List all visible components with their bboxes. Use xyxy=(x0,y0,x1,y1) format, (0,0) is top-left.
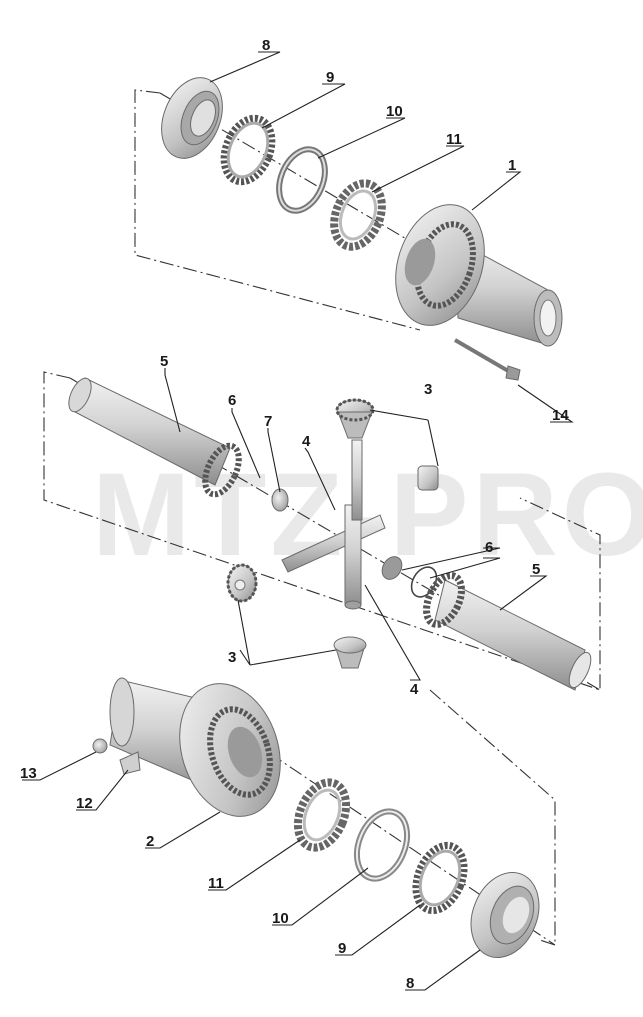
lower-frame-line xyxy=(429,689,556,946)
part-8-bearing-cup-upper xyxy=(161,77,223,159)
label-4-lower: 4 xyxy=(410,681,419,698)
label-9-upper: 9 xyxy=(326,69,334,86)
label-1: 1 xyxy=(508,157,516,174)
part-labels: 8 9 10 11 1 14 5 6 7 4 3 6 5 4 3 13 12 2… xyxy=(20,37,569,992)
label-13: 13 xyxy=(20,765,37,782)
part-1-differential-housing xyxy=(395,204,563,347)
label-8-lower: 8 xyxy=(406,975,414,992)
part-10-spacer-ring-lower xyxy=(353,808,411,882)
upper-frame-line xyxy=(134,89,421,331)
label-5-lower: 5 xyxy=(532,561,540,578)
part-5-half-shaft-upper xyxy=(68,377,242,498)
part-9-friction-disc-upper xyxy=(220,114,276,186)
label-9-lower: 9 xyxy=(338,940,346,957)
leader-lines xyxy=(22,51,574,991)
label-6-lower: 6 xyxy=(485,539,493,556)
label-12: 12 xyxy=(76,795,93,812)
part-13-ball xyxy=(92,738,108,754)
part-3-pinion-gear-left xyxy=(226,563,258,603)
label-10-lower: 10 xyxy=(272,910,289,927)
label-7: 7 xyxy=(264,413,272,430)
part-11-gear-ring-lower xyxy=(293,778,351,852)
label-3-upper: 3 xyxy=(424,381,432,398)
part-3-pinion-gear-top xyxy=(335,398,375,439)
label-2: 2 xyxy=(146,833,154,850)
part-10-spacer-ring-upper xyxy=(276,146,328,214)
part-7-thrust-washer xyxy=(271,488,289,512)
part-14-bolt xyxy=(453,338,521,381)
part-5-half-shaft-lower xyxy=(423,572,592,691)
part-8-bearing-cup-lower xyxy=(470,871,540,959)
label-5-upper: 5 xyxy=(160,353,168,370)
label-4-upper: 4 xyxy=(302,433,311,450)
label-11-lower: 11 xyxy=(208,875,224,892)
label-8-upper: 8 xyxy=(262,37,270,54)
label-6-upper: 6 xyxy=(228,392,236,409)
label-3-lower: 3 xyxy=(228,649,236,666)
part-3-pinion-gear-bottom xyxy=(333,636,367,669)
part-2-differential-housing-lower xyxy=(109,677,281,817)
part-9-friction-disc-lower xyxy=(412,841,468,915)
part-3-pinion-gear-right xyxy=(417,465,439,491)
part-4-spider-cross xyxy=(281,439,386,610)
label-14: 14 xyxy=(552,407,569,424)
label-11-upper: 11 xyxy=(446,131,462,148)
watermark: MTZ-PRO xyxy=(92,449,643,581)
label-10-upper: 10 xyxy=(386,103,403,120)
part-11-gear-ring-upper xyxy=(330,179,386,251)
part-12-lock-plate xyxy=(119,751,141,775)
